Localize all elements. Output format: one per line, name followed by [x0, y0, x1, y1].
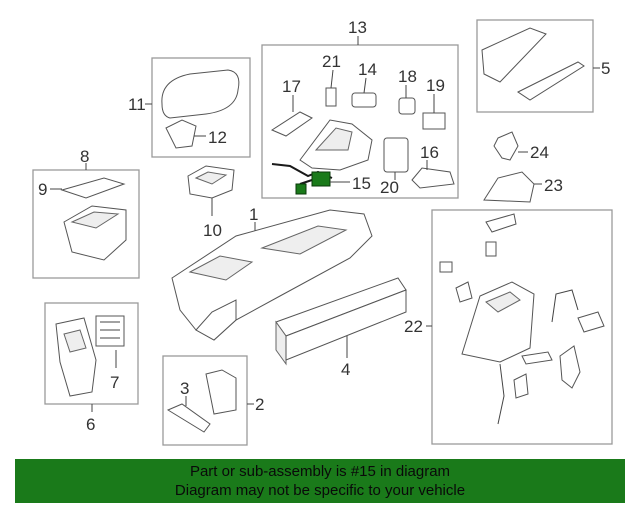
label-3: 3 — [180, 379, 189, 398]
label-2: 2 — [255, 395, 264, 414]
label-21: 21 — [322, 52, 341, 71]
group-22-box — [431, 209, 613, 445]
part-22-gate — [485, 291, 521, 313]
group-6: 6 7 — [44, 302, 139, 434]
label-16: 16 — [420, 143, 439, 162]
label-19: 19 — [426, 76, 445, 95]
label-17: 17 — [282, 77, 301, 96]
part-9-mat — [60, 177, 126, 199]
part-10-tray-inner — [194, 171, 228, 185]
part-4-end — [275, 320, 287, 366]
part-11-armrest — [161, 69, 240, 119]
part-20 — [383, 137, 409, 173]
label-7: 7 — [110, 373, 119, 392]
part-22-clip-a — [439, 261, 453, 273]
part-22-cable — [551, 289, 579, 323]
console-trim-opening — [314, 127, 353, 151]
label-10: 10 — [203, 221, 222, 240]
label-8: 8 — [80, 147, 89, 166]
part-16 — [411, 167, 455, 189]
part-7-vent — [95, 315, 125, 347]
label-11: 11 — [128, 95, 146, 114]
part-5-grille — [481, 27, 547, 83]
part-19 — [422, 112, 446, 130]
part-22-link — [513, 373, 529, 399]
group-5-box — [476, 19, 594, 113]
group-13: 13 17 21 14 18 19 20 16 — [261, 18, 459, 199]
label-6: 6 — [86, 415, 95, 434]
label-23: 23 — [544, 176, 563, 195]
group-24: 24 — [493, 131, 549, 162]
group-2-box — [162, 355, 248, 446]
part-14 — [351, 92, 377, 108]
part-1-cupholder — [188, 255, 254, 281]
label-12: 12 — [208, 128, 227, 147]
banner-line-1: Part or sub-assembly is #15 in diagram — [189, 463, 451, 480]
part-22-clip-b — [485, 241, 497, 257]
part-24-knob — [493, 131, 519, 161]
part-2-bracket — [205, 369, 237, 415]
label-22: 22 — [404, 317, 423, 336]
group-11-box — [151, 57, 251, 158]
part-15-harness — [271, 163, 333, 195]
parts-diagram: 13 17 21 14 18 19 20 16 — [32, 18, 613, 446]
group-8: 8 9 — [32, 147, 140, 279]
part-1-top-opening — [260, 225, 348, 255]
label-4: 4 — [341, 360, 350, 379]
label-14: 14 — [358, 60, 377, 79]
group-2: 2 3 — [162, 355, 264, 446]
group-22: 22 — [404, 209, 613, 445]
part-22-indicator — [485, 213, 517, 233]
part-17 — [270, 111, 313, 137]
part-15-plug — [295, 183, 307, 195]
part-12 — [165, 119, 197, 149]
part-6-panel — [55, 317, 97, 397]
part-23-boot — [483, 171, 535, 203]
label-9: 9 — [38, 180, 47, 199]
label-5: 5 — [601, 59, 610, 78]
label-1: 1 — [249, 205, 258, 224]
label-15: 15 — [352, 174, 371, 193]
group-1: 1 — [171, 205, 373, 341]
label-20: 20 — [380, 178, 399, 197]
part-1-front-leg — [195, 299, 237, 341]
part-15-connector — [311, 171, 331, 187]
part-22-bracket — [577, 311, 605, 333]
group-13-box — [261, 44, 459, 199]
group-4: 4 — [275, 277, 407, 379]
group-23: 23 — [483, 171, 563, 203]
part-21 — [325, 87, 337, 107]
part-22-clip-c — [455, 281, 473, 303]
part-4-side-panel — [285, 289, 407, 361]
part-6-panel-cutout — [63, 329, 87, 353]
label-13: 13 — [348, 18, 367, 37]
group-11: 11 12 — [128, 57, 251, 158]
label-24: 24 — [530, 143, 549, 162]
part-22-pin — [521, 351, 553, 365]
info-banner: Part or sub-assembly is #15 in diagram D… — [15, 459, 625, 503]
label-18: 18 — [398, 67, 417, 86]
part-22-lever — [559, 345, 581, 389]
part-5-strip — [517, 61, 585, 101]
group-5: 5 — [476, 19, 610, 113]
part-22-shifter-base — [461, 281, 535, 363]
part-22-rod — [497, 363, 505, 425]
part-3-bracket — [166, 403, 211, 433]
part-18 — [398, 97, 416, 115]
group-10: 10 — [187, 165, 235, 240]
part-8-box-opening — [70, 211, 120, 229]
banner-line-2: Diagram may not be specific to your vehi… — [174, 482, 466, 499]
